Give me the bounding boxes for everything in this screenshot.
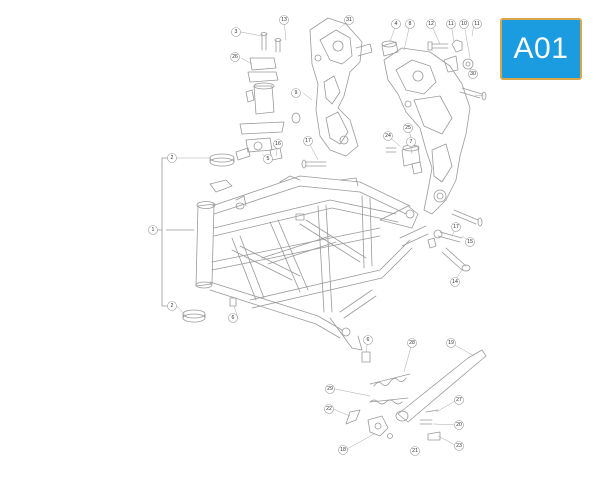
leader-lines: [176, 19, 485, 452]
bearing-cups: [182, 153, 235, 323]
callout-label: 28: [409, 340, 415, 346]
callout-label: 15: [467, 239, 473, 245]
callout-label: 1: [152, 227, 155, 233]
callout-27: 27: [454, 395, 464, 405]
callout-label: 2: [171, 303, 174, 309]
callout-28: 28: [407, 338, 417, 348]
callout-15: 15: [465, 237, 475, 247]
callout-label: 22: [326, 406, 332, 412]
callout-2-upper: 2: [167, 153, 177, 163]
callout-5: 5: [263, 154, 273, 164]
callout-label: 10: [461, 21, 467, 27]
callout-label: 23: [456, 443, 462, 449]
callout-13: 13: [279, 15, 289, 25]
callout-6-rear: 6: [363, 335, 373, 345]
right-rear-plate: [383, 47, 471, 215]
callout-label: 11: [474, 21, 479, 27]
callout-label: 16: [275, 141, 281, 147]
callout-29: 29: [325, 384, 335, 394]
callout-label: 14: [452, 279, 458, 285]
callout-label: 21: [412, 448, 418, 454]
callout-label: 7: [410, 139, 413, 145]
callout-30: 30: [468, 69, 478, 79]
callout-label: 4: [395, 21, 398, 27]
callout-3: 3: [231, 27, 241, 37]
callout-24: 24: [383, 131, 393, 141]
callout-label: 2: [171, 155, 174, 161]
callout-7: 7: [406, 137, 416, 147]
callout-label: 3: [235, 29, 238, 35]
callout-21: 21: [410, 446, 420, 456]
callout-17-rear: 17: [451, 222, 461, 232]
section-badge: A01: [500, 18, 582, 80]
callout-11-right: 11: [472, 19, 482, 29]
bolts: [229, 39, 487, 363]
callout-6-frame: 6: [228, 313, 238, 323]
callout-label: 25: [405, 125, 411, 131]
callout-label: 9: [295, 90, 298, 96]
callout-label: 18: [340, 447, 346, 453]
callout-26: 26: [230, 52, 240, 62]
callout-label: 19: [448, 340, 454, 346]
callout-label: 27: [456, 397, 462, 403]
callout-23: 23: [454, 441, 464, 451]
callout-label: 5: [267, 156, 270, 162]
callout-label: 30: [470, 71, 476, 77]
callout-16: 16: [273, 139, 283, 149]
left-rear-plate: [309, 17, 373, 157]
callout-label: 6: [232, 315, 235, 321]
callout-4: 4: [391, 19, 401, 29]
callout-10: 10: [459, 19, 469, 29]
callout-9: 9: [291, 88, 301, 98]
callout-label: 20: [456, 422, 462, 428]
callout-label: 26: [232, 54, 238, 60]
callout-layer: 1 2 2 3 4 5 6 6 7 8 9 10 11 11 12 13 14 …: [148, 15, 482, 456]
callout-25: 25: [403, 123, 413, 133]
callout-2-lower: 2: [167, 301, 177, 311]
callout-label: 12: [428, 21, 434, 27]
callout-19: 19: [446, 338, 456, 348]
callout-label: 31: [346, 17, 352, 23]
callout-1: 1: [148, 225, 158, 235]
callout-11-left: 11: [446, 19, 456, 29]
main-frame: [195, 175, 429, 351]
callout-label: 6: [367, 337, 370, 343]
callout-label: 8: [409, 21, 412, 27]
callout-22: 22: [324, 404, 334, 414]
callout-label: 17: [305, 138, 311, 144]
section-badge-label: A01: [513, 32, 569, 65]
callout-label: 29: [327, 386, 333, 392]
callout-17-front: 17: [303, 136, 313, 146]
callout-label: 11: [448, 21, 453, 27]
callout-1-bracket: [155, 157, 195, 307]
callout-18: 18: [338, 445, 348, 455]
callout-8: 8: [405, 19, 415, 29]
callout-label: 13: [281, 17, 287, 23]
side-stand-assembly: [345, 349, 487, 456]
callout-12: 12: [426, 19, 436, 29]
callout-14: 14: [450, 277, 460, 287]
callout-label: 24: [385, 133, 391, 139]
callout-31: 31: [344, 15, 354, 25]
callout-label: 17: [453, 224, 459, 230]
callout-20: 20: [454, 420, 464, 430]
